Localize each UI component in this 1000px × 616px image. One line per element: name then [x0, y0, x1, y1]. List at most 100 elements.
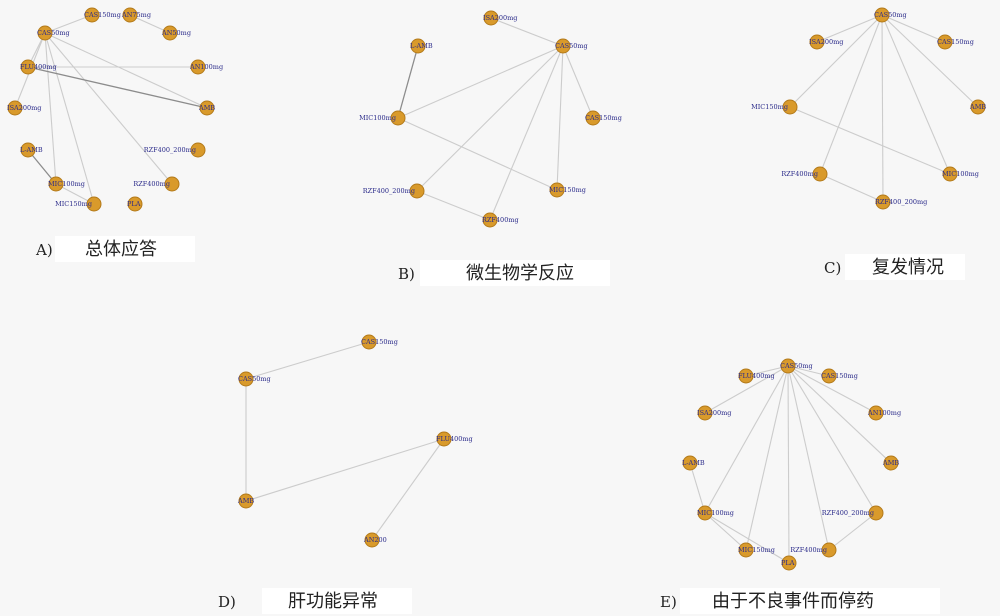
node-rzf400mg: RZF400mg [482, 212, 519, 228]
node-rzf400mg: RZF400mg [790, 542, 837, 558]
node-label: CAS150mg [585, 114, 622, 122]
node-label: FLU400mg [738, 372, 775, 380]
node-cas150mg: CAS150mg [361, 334, 398, 350]
node-label: MIC150mg [751, 103, 788, 111]
node-flu400mg: FLU400mg [20, 59, 57, 75]
node-flu400mg: FLU400mg [738, 368, 775, 384]
node-rzf400-200mg: RZF400_200mg [822, 505, 884, 521]
node-label: MIC150mg [549, 186, 586, 194]
node-label: RZF400mg [133, 180, 170, 188]
node-mic150mg: MIC150mg [738, 542, 775, 558]
edge-cas50-cas150 [881, 14, 946, 43]
node-flu400mg: FLU400mg [436, 431, 473, 447]
edge-cas50-cas150 [245, 341, 370, 380]
edge-cas50-amb [787, 365, 892, 464]
node-marker [483, 10, 499, 26]
edge-mic100-mic150 [704, 512, 747, 551]
node-marker [164, 176, 180, 192]
node-label: L-AMB [20, 146, 43, 154]
node-an200: AN200 [363, 532, 387, 548]
node-marker [127, 196, 143, 212]
panel-caption: 由于不良事件而停药 [712, 591, 874, 612]
edge-flu-amb [27, 66, 208, 109]
node-mic100mg: MIC100mg [48, 176, 85, 192]
node-cas150mg: CAS150mg [84, 7, 121, 23]
edge-lamb-mic100 [397, 45, 419, 119]
edge-cas50-an100 [787, 365, 877, 414]
caption-background [845, 254, 965, 280]
edge-cas50-isa [704, 365, 789, 414]
node-marker [549, 182, 565, 198]
edge-cas50-pla [787, 365, 790, 564]
edge-cas50-isa [816, 14, 883, 43]
node-rzf400-200mg: RZF400_200mg [144, 142, 206, 158]
edge-rzf-rzf400 [416, 190, 491, 221]
node-isa200mg: ISA200mg [697, 405, 731, 421]
node-label: AMB [198, 104, 215, 112]
node-label: RZF400_200mg [822, 509, 874, 517]
node-label: MIC100mg [942, 170, 979, 178]
node-an100mg: AN100mg [189, 59, 223, 75]
node-label: MIC100mg [697, 509, 734, 517]
node-marker [410, 38, 426, 54]
node-label: RZF400mg [781, 170, 818, 178]
node-label: AN50mg [161, 29, 191, 37]
node-marker [738, 542, 754, 558]
node-marker [199, 100, 215, 116]
node-label: MIC150mg [55, 200, 92, 208]
node-marker [821, 542, 837, 558]
edge-cas50-rzf [416, 45, 564, 192]
node-label: PLA [127, 200, 141, 208]
node-label: RZF400mg [482, 216, 519, 224]
node-marker [409, 183, 425, 199]
node-an75mg: AN75mg [121, 7, 151, 23]
node-an100mg: AN100mg [867, 405, 901, 421]
node-label: CAS50mg [780, 362, 813, 370]
node-marker [122, 7, 138, 23]
node-marker [585, 110, 601, 126]
node-label: ISA200mg [697, 409, 731, 417]
edge-cas50-mic100 [704, 365, 789, 514]
edge-amb-flu [245, 438, 445, 502]
node-marker [874, 7, 890, 23]
node-marker [782, 99, 798, 115]
node-marker [361, 334, 377, 350]
edge-cas50-amb [881, 14, 979, 108]
node-marker [482, 212, 498, 228]
node-label: FLU400mg [436, 435, 473, 443]
node-marker [697, 405, 713, 421]
node-cas50mg: CAS50mg [555, 38, 588, 54]
edge-mic150-mic100 [789, 106, 951, 175]
node-mic100mg: MIC100mg [942, 166, 979, 182]
node-marker [780, 358, 796, 374]
node-isa200mg: ISA200mg [809, 34, 843, 50]
node-label: MIC150mg [738, 546, 775, 554]
edge-cas50-mic100 [881, 14, 951, 175]
node-mic150mg: MIC150mg [751, 99, 798, 115]
caption-a: A)总体应答 [35, 236, 195, 262]
node-marker [781, 555, 797, 571]
edge-cas50-rzf400 [819, 14, 883, 175]
node-l-amb: L-AMB [682, 455, 705, 471]
node-label: L-AMB [410, 42, 433, 50]
node-label: CAS150mg [937, 38, 974, 46]
node-amb: AMB [882, 455, 899, 471]
node-amb: AMB [198, 100, 215, 116]
node-label: CAS50mg [874, 11, 907, 19]
edge-cas50-mic150 [44, 32, 95, 205]
panel-letter: D) [218, 593, 236, 611]
node-marker [84, 7, 100, 23]
edge-cas50-isa [490, 17, 564, 47]
node-marker [937, 34, 953, 50]
edge-cas50-rzf [881, 14, 884, 203]
node-label: CAS50mg [37, 29, 70, 37]
edge-cas50-mic150 [556, 45, 564, 191]
node-marker [20, 59, 36, 75]
edge-cas50-cas150 [562, 45, 594, 119]
node-label: MIC100mg [359, 114, 396, 122]
node-rzf400mg: RZF400mg [781, 166, 828, 182]
caption-b: B)微生物学反应 [398, 260, 610, 286]
panel-caption: 复发情况 [872, 257, 944, 278]
node-cas50mg: CAS50mg [238, 371, 271, 387]
node-label: CAS50mg [555, 42, 588, 50]
